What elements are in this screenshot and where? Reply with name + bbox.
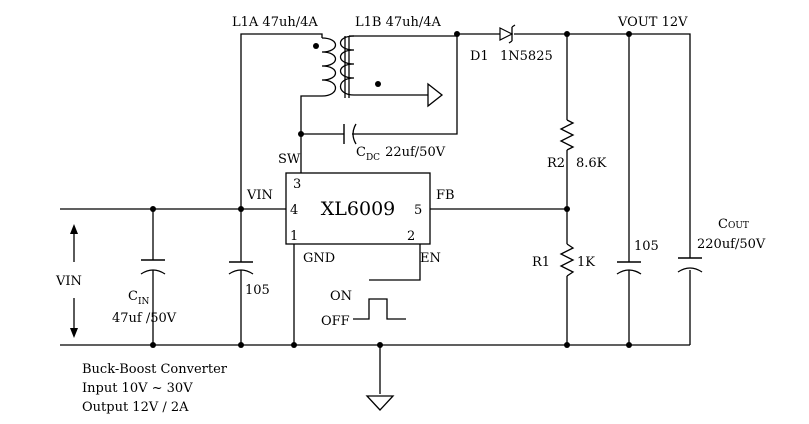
cdc-label-main: C: [356, 145, 366, 160]
ic-pin-sw-label: SW: [278, 152, 301, 167]
ic-body: [285, 172, 431, 245]
ic-name: XL6009: [321, 198, 396, 220]
ic-pin-en-label: EN: [420, 251, 441, 266]
ic-pin3-number: 3: [293, 177, 301, 192]
junction-dots: [150, 31, 632, 348]
vin-input-label: VIN: [55, 274, 82, 289]
r1-value: 1K: [577, 255, 595, 270]
inductor-l1b: [339, 35, 444, 108]
switch-on-label: ON: [330, 289, 352, 304]
inductor-l1a: [321, 37, 337, 97]
ic-pin-vin-label: VIN: [246, 188, 273, 203]
vin-arrow: [70, 224, 78, 338]
cout-value: 220uf/50V: [697, 237, 766, 252]
note-line-2: Input 10V ~ 30V: [82, 381, 193, 396]
ground-icon: [365, 395, 395, 411]
cin-value: 47uf /50V: [112, 311, 177, 326]
cin-label: CIN: [128, 289, 150, 307]
capacitor-cdc: [343, 123, 357, 145]
input-ceramic-cap-value: 105: [245, 283, 270, 298]
wires: [60, 33, 691, 394]
cin-label-sub: IN: [138, 297, 150, 307]
r2-value: 8.6K: [576, 156, 607, 171]
switch-off-label: OFF: [321, 314, 350, 329]
capacitor-cout: [677, 257, 703, 273]
ic-pin1-number: 1: [290, 229, 298, 244]
r2-ref: R2: [547, 156, 565, 171]
ic-pin2-number: 2: [407, 229, 415, 244]
cout-label: COUT: [718, 217, 749, 232]
output-ceramic-cap-value: 105: [634, 239, 659, 254]
enable-switch-waveform: [353, 298, 406, 320]
cdc-label: CDC 22uf/50V: [356, 145, 446, 163]
ic-pin5-number: 5: [414, 203, 422, 218]
cdc-value: 22uf/50V: [385, 145, 446, 160]
l1b-label: L1B 47uh/4A: [355, 15, 442, 30]
diode-part: 1N5825: [500, 49, 553, 64]
l1a-polarity-dot: [313, 43, 319, 49]
cout-label-main: C: [718, 217, 728, 232]
note-line-3: Output 12V / 2A: [82, 400, 189, 415]
cout-label-sub: OUT: [728, 221, 749, 231]
resistor-r1: [559, 243, 575, 277]
vout-label: VOUT 12V: [617, 15, 688, 30]
l1b-arrow: [427, 82, 444, 108]
r1-ref: R1: [532, 255, 550, 270]
l1b-polarity-dot: [375, 81, 381, 87]
ic-pin4-number: 4: [290, 203, 298, 218]
transformer-core: [344, 36, 350, 98]
l1a-label: L1A 47uh/4A: [232, 15, 318, 30]
capacitor-cin: [140, 259, 166, 275]
diode-ref: D1: [470, 49, 489, 64]
cin-label-main: C: [128, 289, 138, 304]
capacitor-input-ceramic: [228, 261, 254, 275]
capacitor-output-ceramic: [616, 261, 642, 275]
ic-pin-gnd-label: GND: [303, 251, 335, 266]
cdc-label-sub: DC: [366, 153, 380, 163]
ic-pin-fb-label: FB: [436, 188, 455, 203]
resistor-r2: [559, 119, 575, 151]
note-line-1: Buck-Boost Converter: [82, 362, 228, 377]
diode-d1: [499, 24, 516, 44]
